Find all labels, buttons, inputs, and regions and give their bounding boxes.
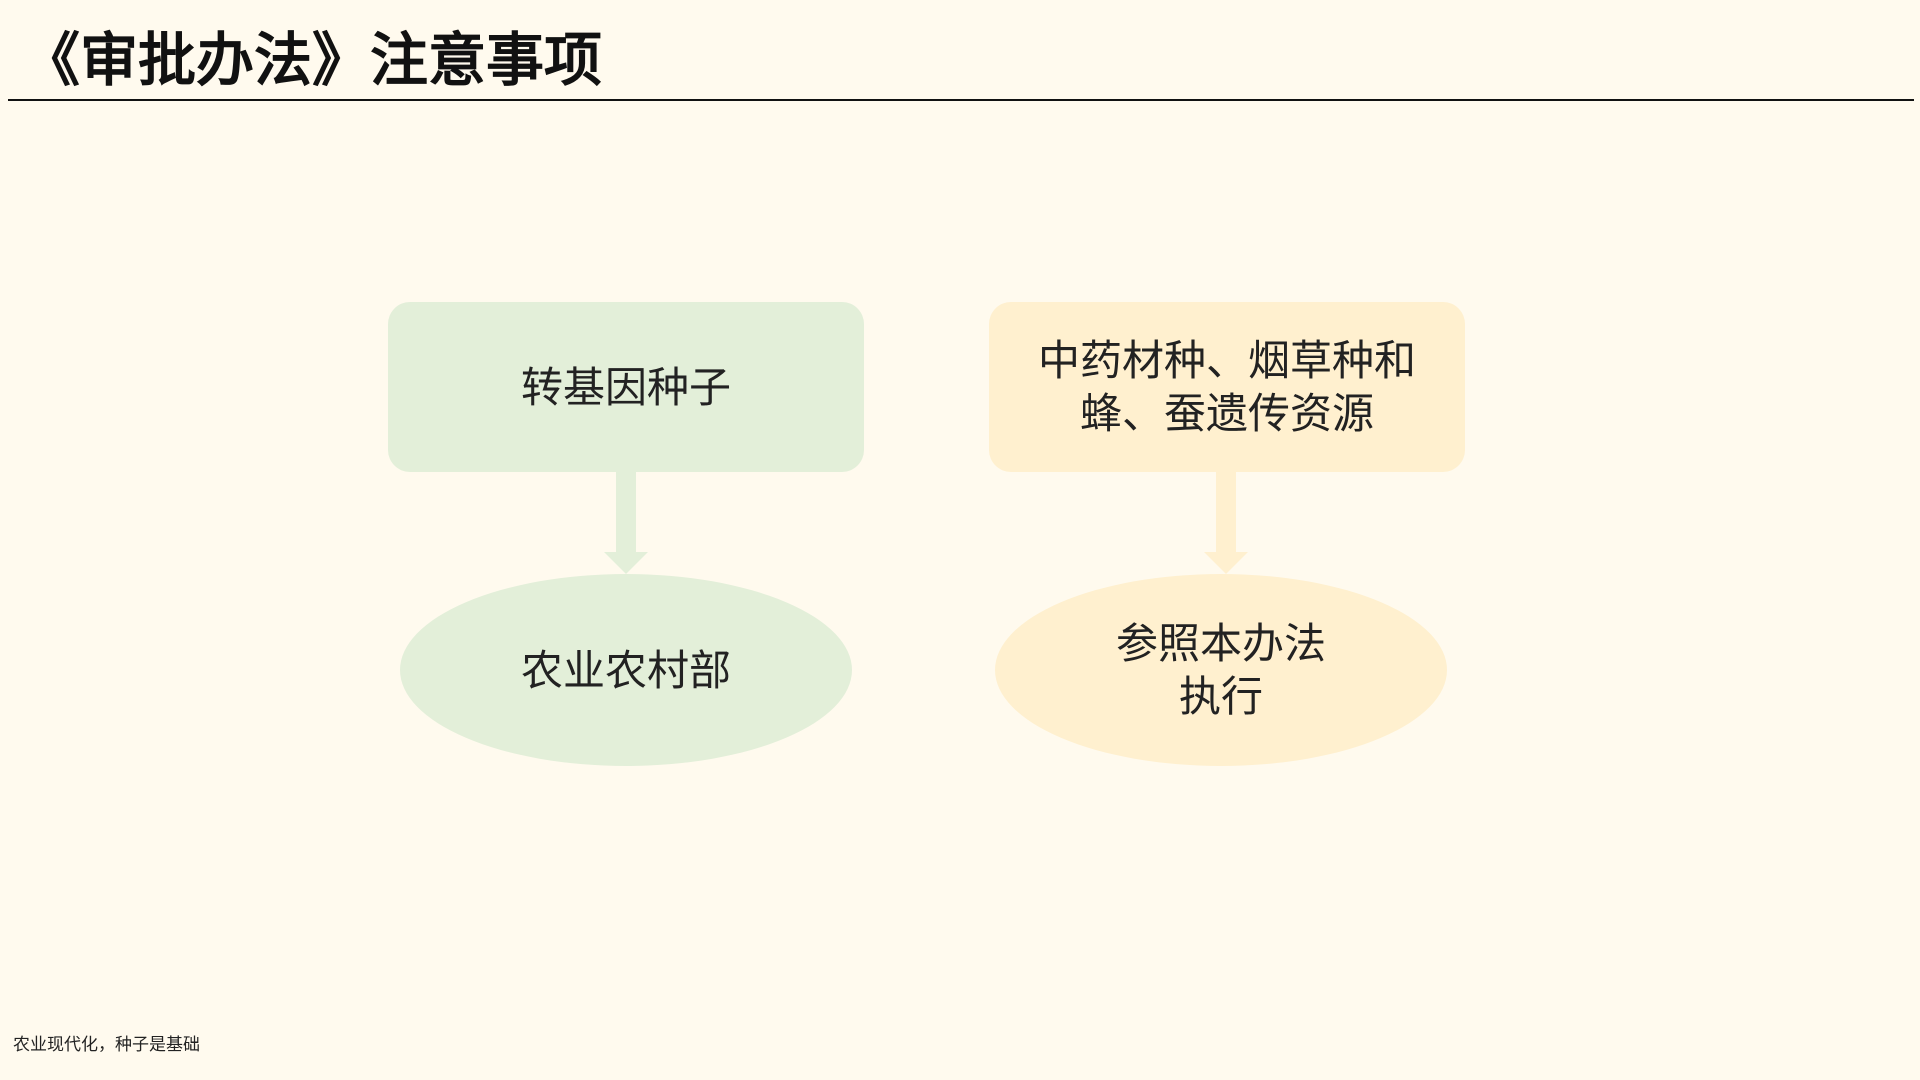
page-title: 《审批办法》注意事项 — [22, 26, 603, 94]
special-resources-box — [989, 302, 1465, 472]
ministry-agriculture-ellipse — [400, 574, 852, 766]
gmo-seed-box — [388, 302, 864, 472]
title-divider — [8, 99, 1914, 101]
right-down-arrow — [1204, 552, 1248, 574]
special-resources-label: 中药材种、烟草种和 蜂、蚕遗传资源 — [1037, 336, 1416, 438]
reference-execution-label: 参照本办法 执行 — [1115, 619, 1326, 721]
left-arrow-stem — [616, 472, 636, 554]
gmo-seed-label: 转基因种子 — [520, 362, 731, 412]
reference-execution-ellipse — [995, 574, 1447, 766]
footer-slogan: 农业现代化，种子是基础 — [13, 1035, 200, 1055]
left-down-arrow — [604, 552, 648, 574]
ministry-agriculture-label: 农业农村部 — [520, 645, 731, 695]
right-arrow-stem — [1216, 472, 1236, 554]
